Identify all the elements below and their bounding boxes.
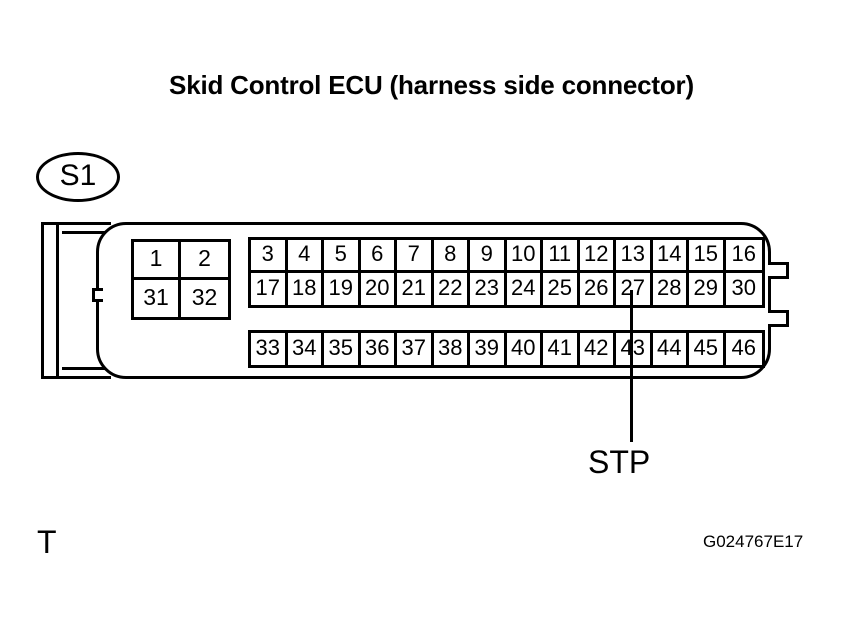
pin-cell: 46 bbox=[731, 335, 756, 360]
pin-column: 33 bbox=[251, 333, 288, 365]
pin-column: 10 24 bbox=[506, 240, 543, 305]
pin-cell: 25 bbox=[543, 272, 580, 305]
connector-id-badge: S1 bbox=[36, 152, 120, 202]
connector-frame-divider bbox=[56, 222, 59, 379]
pin-cell: 34 bbox=[288, 333, 324, 365]
pin-column: 9 23 bbox=[470, 240, 507, 305]
pin-column: 14 28 bbox=[652, 240, 689, 305]
pin-column: 38 bbox=[434, 333, 470, 365]
pin-cell: 4 bbox=[287, 240, 324, 273]
pin-column: 37 bbox=[397, 333, 434, 365]
corner-mark: T bbox=[37, 524, 57, 560]
pin-column: 4 18 bbox=[287, 240, 324, 305]
pin-cell: 37 bbox=[397, 333, 434, 365]
pin-cell: 16 bbox=[725, 240, 762, 273]
pin-cell: 41 bbox=[543, 333, 580, 365]
pin-cell: 14 bbox=[652, 240, 689, 273]
figure-code: G024767E17 bbox=[703, 532, 804, 551]
pin-column: 44 bbox=[653, 333, 689, 365]
pin-cell: 28 bbox=[653, 272, 689, 305]
pin-column: 41 bbox=[543, 333, 580, 365]
connector-id-label: S1 bbox=[59, 159, 97, 192]
pin-cell: 31 bbox=[134, 279, 181, 317]
pin-cell: 43 bbox=[616, 333, 653, 365]
pin-cell: 27 bbox=[616, 272, 653, 305]
pin-column: 34 bbox=[288, 333, 324, 365]
pin-cell: 10 bbox=[506, 240, 543, 273]
pin-cell: 9 bbox=[470, 240, 507, 273]
pin-column: 1 31 bbox=[134, 242, 181, 317]
pin-column: 15 29 bbox=[689, 240, 726, 305]
pin-column: 13 27 bbox=[616, 240, 653, 305]
pin-cell: 35 bbox=[324, 333, 361, 365]
pin-cell: 23 bbox=[470, 272, 507, 305]
pin-column: 8 22 bbox=[433, 240, 470, 305]
pin-cell: 45 bbox=[689, 333, 726, 365]
callout-label-stp: STP bbox=[588, 444, 651, 480]
pin-grid-left: 1 31 2 32 bbox=[131, 239, 231, 320]
pin-column: 36 bbox=[361, 333, 397, 365]
callout-leader-line bbox=[630, 290, 633, 442]
pin-column: 45 bbox=[689, 333, 726, 365]
pin-column: 43 bbox=[616, 333, 653, 365]
pin-cell: 8 bbox=[433, 240, 470, 273]
pin-column: 12 26 bbox=[579, 240, 616, 305]
pin-cell: 39 bbox=[470, 333, 507, 365]
pin-cell: 15 bbox=[689, 240, 726, 273]
pin-column: 46 bbox=[726, 333, 763, 365]
pin-grid-main-lower: 33 34 35 36 37 38 39 40 41 42 43 bbox=[248, 330, 765, 368]
pin-cell: 21 bbox=[397, 272, 434, 305]
pin-cell: 30 bbox=[731, 274, 756, 300]
pin-column: 11 25 bbox=[543, 240, 580, 305]
pin-cell: 3 bbox=[251, 240, 288, 273]
pin-column: 42 bbox=[580, 333, 616, 365]
pin-cell: 38 bbox=[434, 333, 470, 365]
pin-column: 3 17 bbox=[251, 240, 288, 305]
pin-cell: 12 bbox=[579, 240, 616, 273]
pin-cell: 5 bbox=[324, 240, 361, 273]
pin-cell: 32 bbox=[191, 283, 218, 310]
pin-cell: 6 bbox=[360, 240, 397, 273]
pin-column: 40 bbox=[507, 333, 543, 365]
pin-cell: 36 bbox=[361, 333, 397, 365]
pin-column: 39 bbox=[470, 333, 507, 365]
pin-column: 16 30 bbox=[725, 240, 762, 305]
pin-cell: 40 bbox=[507, 333, 543, 365]
page-title: Skid Control ECU (harness side connector… bbox=[169, 70, 694, 100]
pin-cell: 2 bbox=[181, 242, 228, 280]
pin-column: 5 19 bbox=[324, 240, 361, 305]
pin-cell: 20 bbox=[361, 272, 397, 305]
pin-cell: 1 bbox=[134, 242, 181, 280]
pin-grid-main-upper: 3 17 4 18 5 19 6 20 7 21 8 22 9 23 10 24 bbox=[248, 237, 765, 308]
pin-column: 6 20 bbox=[360, 240, 397, 305]
pin-cell: 29 bbox=[689, 272, 726, 305]
pin-cell: 11 bbox=[543, 240, 580, 273]
pin-cell: 22 bbox=[434, 272, 470, 305]
pin-cell: 18 bbox=[288, 272, 324, 305]
pin-cell: 24 bbox=[507, 272, 543, 305]
connector-side-tab-lower-mask bbox=[764, 313, 772, 324]
pin-cell: 7 bbox=[397, 240, 434, 273]
connector-notch-mask bbox=[103, 286, 111, 305]
pin-cell: 19 bbox=[324, 272, 361, 305]
pin-column: 35 bbox=[324, 333, 361, 365]
connector-side-tab-upper-mask bbox=[764, 265, 772, 276]
pin-cell: 13 bbox=[616, 240, 653, 273]
pin-column: 7 21 bbox=[397, 240, 434, 305]
pin-cell: 44 bbox=[653, 333, 689, 365]
pin-column: 2 32 bbox=[181, 242, 228, 317]
pin-cell: 26 bbox=[580, 272, 616, 305]
pin-cell: 42 bbox=[580, 333, 616, 365]
pin-cell: 17 bbox=[251, 272, 288, 305]
pin-cell: 33 bbox=[251, 333, 288, 365]
